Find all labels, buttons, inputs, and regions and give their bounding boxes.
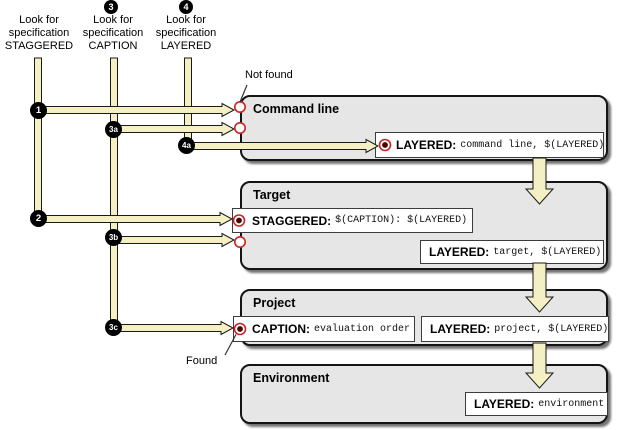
- arrow-step-1: [34, 102, 236, 118]
- scope-title-environment: Environment: [253, 371, 330, 385]
- step-badge-3b: 3b: [105, 229, 122, 246]
- entry-name: STAGGERED:: [252, 213, 332, 228]
- step-badge-1: 1: [30, 102, 47, 119]
- lookup-label-layered: Look for specification LAYERED: [144, 14, 228, 53]
- entry-name: LAYERED:: [396, 138, 457, 152]
- arrow-step-3c: [109, 320, 235, 336]
- entry-layered-command-line: LAYERED: command line, $(LAYERED): [375, 132, 604, 158]
- scope-title-project: Project: [253, 296, 296, 310]
- entry-staggered-target: STAGGERED: $(CAPTION): $(LAYERED): [232, 208, 473, 233]
- entry-value: target, $(LAYERED): [493, 246, 602, 258]
- scope-title-command-line: Command line: [253, 102, 340, 116]
- entry-value: command line, $(LAYERED): [460, 139, 605, 151]
- entry-name: LAYERED:: [474, 397, 535, 411]
- entry-layered-target: LAYERED: target, $(LAYERED): [420, 240, 604, 264]
- column-layered: [184, 57, 192, 147]
- lookup-line: Look for: [93, 14, 133, 26]
- not-found-label: Not found: [245, 69, 293, 81]
- step-badge-2: 2: [30, 210, 47, 227]
- lookup-line: specification: [155, 27, 217, 39]
- entry-name: LAYERED:: [430, 322, 491, 336]
- arrow-step-2: [34, 211, 234, 227]
- column-staggered: [34, 57, 42, 220]
- lookup-label-staggered: Look for specification STAGGERED: [0, 14, 81, 53]
- step-badge-3c: 3c: [105, 319, 122, 336]
- lookup-label-caption: Look for specification CAPTION: [71, 14, 155, 53]
- entry-value: evaluation order: [314, 323, 411, 335]
- step-badge-3a: 3a: [105, 121, 122, 138]
- found-label: Found: [186, 355, 218, 367]
- scope-title-target: Target: [253, 188, 291, 202]
- lookup-line: STAGGERED: [4, 40, 74, 52]
- entry-value: $(CAPTION): $(LAYERED): [335, 215, 468, 226]
- entry-layered-environment: LAYERED: environment: [465, 392, 608, 416]
- lookup-badge-3: 3: [104, 0, 118, 14]
- lookup-line: specification: [8, 27, 70, 39]
- entry-caption-project: CAPTION: evaluation order: [233, 316, 415, 342]
- arrow-step-3a: [110, 121, 236, 137]
- step-badge-4a: 4a: [178, 137, 195, 154]
- entry-value: project, $(LAYERED): [494, 323, 609, 335]
- entry-name: LAYERED:: [429, 245, 490, 259]
- lookup-badge-4: 4: [179, 0, 193, 14]
- column-caption: [110, 57, 118, 332]
- lookup-line: CAPTION: [88, 40, 138, 52]
- lookup-line: LAYERED: [160, 40, 212, 52]
- lookup-line: Look for: [19, 14, 59, 26]
- lookup-line: Look for: [166, 14, 206, 26]
- entry-name: CAPTION:: [252, 322, 310, 336]
- arrow-step-3b: [110, 232, 236, 248]
- entry-value: environment: [538, 398, 605, 410]
- lookup-line: specification: [82, 27, 144, 39]
- entry-layered-project: LAYERED: project, $(LAYERED): [421, 316, 609, 342]
